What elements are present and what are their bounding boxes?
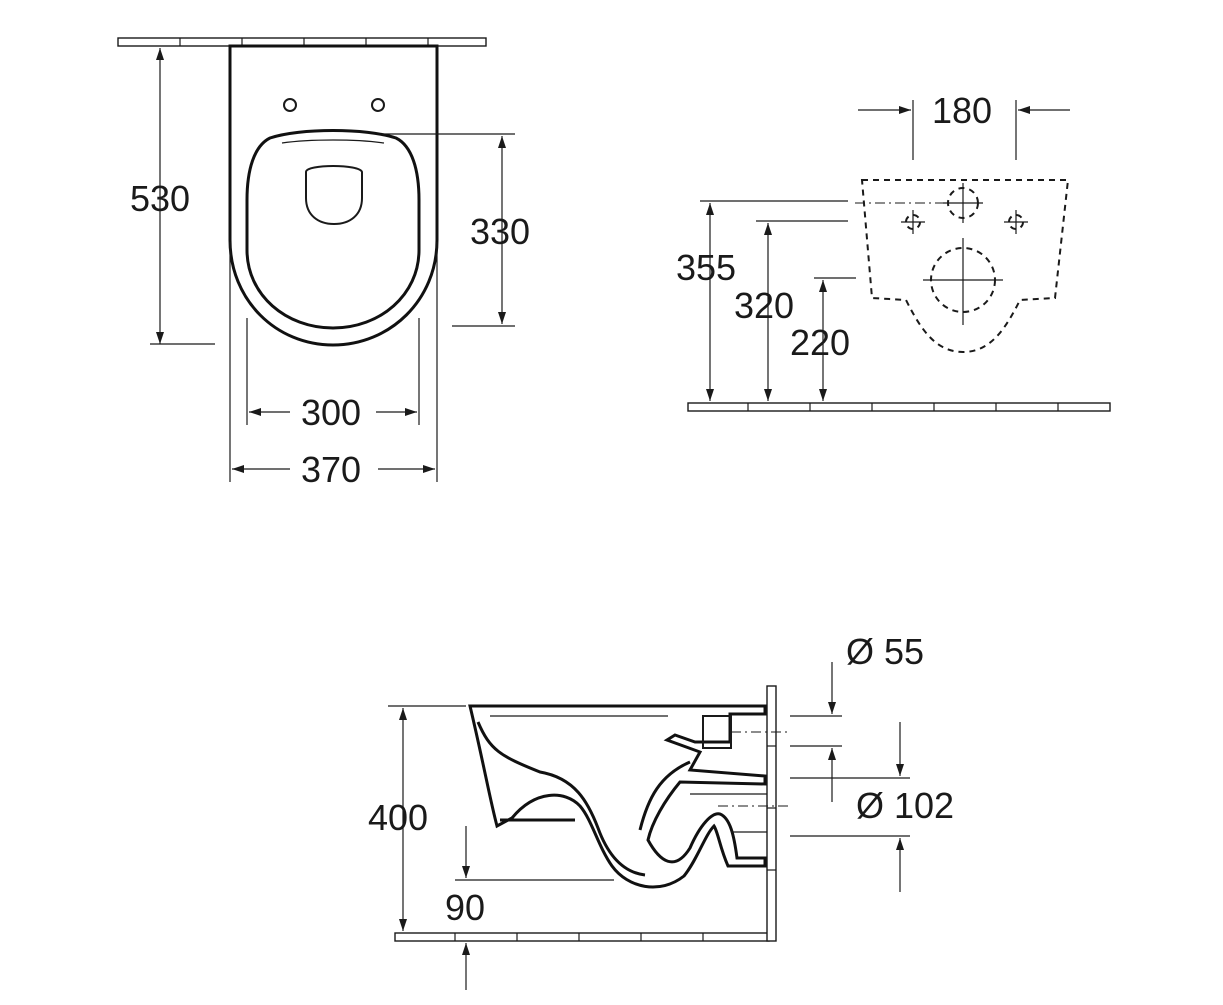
dim-outlet-offset-label: 90 xyxy=(445,887,485,928)
dim-inlet-height-label: 320 xyxy=(734,285,794,326)
dim-inlet-diameter-label: Ø 55 xyxy=(846,631,924,672)
rear-view-floor xyxy=(687,402,1111,412)
dim-fixing-height-label: 355 xyxy=(676,247,736,288)
side-view-floor xyxy=(394,932,770,942)
seat-opening xyxy=(245,129,421,330)
dim-outer-width-label: 370 xyxy=(301,449,361,490)
rear-silhouette xyxy=(860,179,1070,354)
dim-seat-depth-label: 330 xyxy=(470,211,530,252)
dim-inner-width-label: 300 xyxy=(301,392,361,433)
top-view: 530 330 300 370 xyxy=(117,37,530,490)
side-view: Ø 55 Ø 102 400 90 xyxy=(368,631,954,990)
side-view-wall xyxy=(766,685,777,942)
bowl-profile-outer xyxy=(468,704,767,889)
dim-height-label: 400 xyxy=(368,797,428,838)
bowl-outline xyxy=(228,44,439,347)
dim-depth-label: 530 xyxy=(130,178,190,219)
rim-line xyxy=(281,139,385,144)
rear-view: 180 355 320 220 xyxy=(676,90,1111,412)
seat-fixing-hole-left xyxy=(283,98,297,112)
trap-inner xyxy=(638,760,691,831)
dim-outlet-height-label: 220 xyxy=(790,322,850,363)
dim-fixing-spacing-label: 180 xyxy=(932,90,992,131)
dim-outlet-diameter-label: Ø 102 xyxy=(856,785,954,826)
bowl-profile-inner xyxy=(476,721,646,877)
bowl-recess xyxy=(305,165,363,226)
seat-fixing-hole-right xyxy=(371,98,385,112)
